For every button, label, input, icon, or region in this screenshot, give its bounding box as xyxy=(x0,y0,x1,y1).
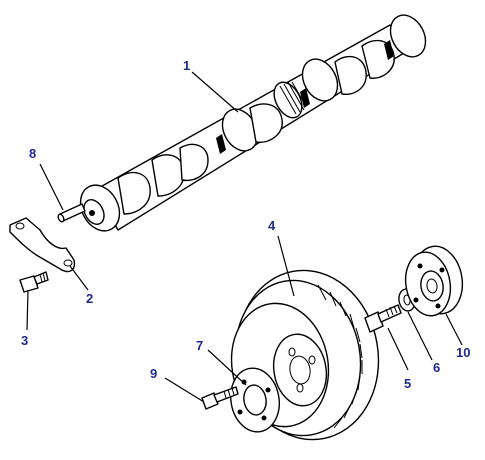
pulley-spacer xyxy=(230,367,280,433)
callout-8: 8 xyxy=(29,146,36,161)
pulley-bolt xyxy=(201,386,239,410)
plate-bolt xyxy=(19,271,49,293)
thrust-plate xyxy=(9,217,76,273)
pulley-hub xyxy=(404,245,464,317)
callout-9: 9 xyxy=(150,366,157,381)
callout-7: 7 xyxy=(196,338,203,353)
leader-6 xyxy=(407,311,433,361)
callout-3: 3 xyxy=(21,333,28,348)
callout-5: 5 xyxy=(404,376,411,391)
leader-2 xyxy=(69,265,89,291)
leader-9 xyxy=(164,377,205,403)
callout-labels: 1 2 3 4 5 6 7 8 9 10 xyxy=(21,58,470,391)
callout-2: 2 xyxy=(86,291,93,306)
leader-8 xyxy=(39,163,64,211)
dowel-pin xyxy=(57,203,86,223)
camshaft xyxy=(79,14,427,232)
leader-5 xyxy=(387,327,409,371)
leader-4 xyxy=(277,235,295,297)
callout-4: 4 xyxy=(268,218,276,233)
callout-6: 6 xyxy=(433,360,440,375)
callout-1: 1 xyxy=(183,58,190,73)
leader-7 xyxy=(207,349,247,386)
hub-bolt xyxy=(364,304,402,333)
leader-3 xyxy=(26,289,29,331)
leader-lines xyxy=(26,71,463,403)
leader-10 xyxy=(445,313,463,346)
leader-1 xyxy=(191,71,239,113)
callout-10: 10 xyxy=(456,345,470,360)
